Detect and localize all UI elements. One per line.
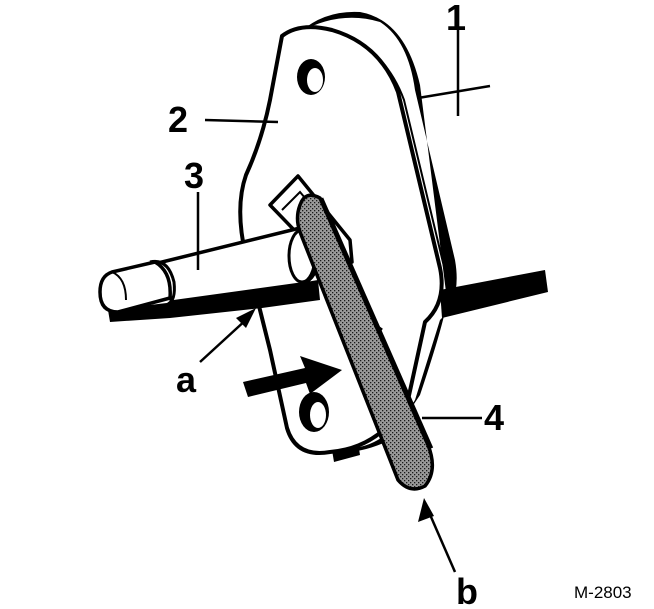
callout-2: 2 [168, 99, 188, 140]
pointer-a [199, 308, 256, 363]
upper-bolt-hole [297, 59, 325, 95]
leader-2 [204, 118, 279, 124]
callout-4: 4 [484, 397, 504, 438]
callout-3: 3 [184, 155, 204, 196]
callout-1: 1 [446, 0, 466, 38]
push-direction-arrow [243, 356, 342, 397]
callout-b: b [456, 571, 478, 609]
leader-lines [196, 28, 491, 420]
leader-1-horizontal [417, 84, 491, 100]
pointer-b [418, 498, 457, 573]
lower-bolt-hole [299, 392, 329, 432]
figure-reference: M-2803 [574, 583, 632, 602]
feeler-gauge [295, 193, 435, 491]
callout-a: a [176, 359, 197, 400]
